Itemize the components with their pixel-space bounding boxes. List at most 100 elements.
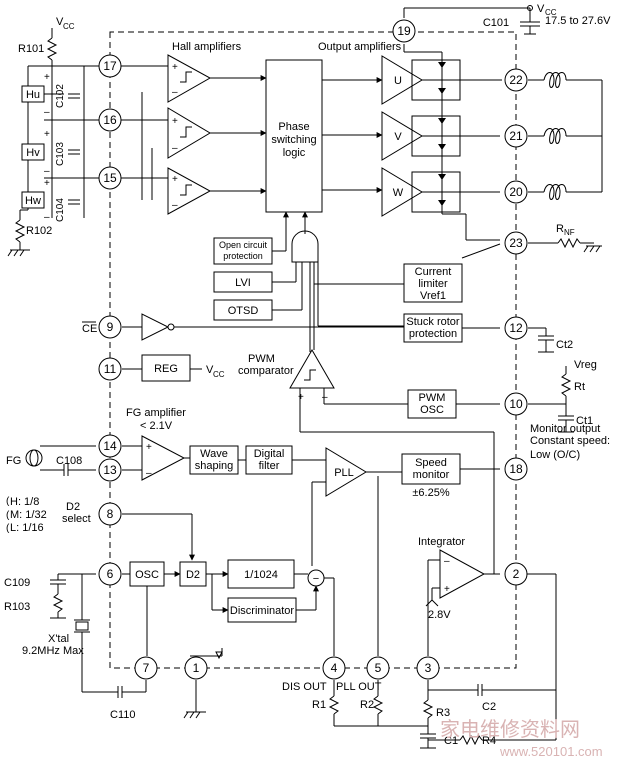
svg-text:OTSD: OTSD (228, 305, 259, 317)
svg-text:23: 23 (509, 236, 523, 250)
svg-text:shaping: shaping (195, 460, 234, 472)
svg-text:10: 10 (509, 397, 523, 411)
svg-text:17.5 to 27.6V: 17.5 to 27.6V (545, 15, 611, 27)
svg-text:+: + (44, 72, 50, 83)
svg-text:2.8V: 2.8V (428, 609, 451, 621)
svg-text:Open circuit: Open circuit (219, 240, 268, 250)
svg-text:Integrator: Integrator (418, 536, 465, 548)
hall-amp-v (167, 107, 211, 159)
svg-text:20: 20 (509, 185, 523, 199)
svg-text:(: ( (6, 496, 10, 507)
svg-text:C109: C109 (4, 577, 30, 589)
svg-text:R1: R1 (312, 699, 326, 711)
pin-14: 14 (98, 434, 122, 458)
fg-amplifier: FG amplifier < 2.1V FG C108 + – Wave sha… (6, 407, 326, 481)
svg-text:M: 1/32: M: 1/32 (10, 509, 47, 521)
svg-text:3: 3 (425, 661, 432, 675)
svg-text:(: ( (6, 510, 10, 521)
svg-text:Output amplifiers: Output amplifiers (318, 41, 402, 53)
speed-monitor: Speed monitor ±6.25% Monitor output Cons… (401, 423, 610, 499)
pin-15: 15 (98, 166, 122, 190)
svg-text:–: – (444, 556, 450, 567)
pin-16: 16 (98, 108, 122, 132)
svg-text:< 2.1V: < 2.1V (140, 420, 173, 432)
svg-text:11: 11 (104, 362, 117, 376)
svg-text:protection: protection (223, 251, 263, 261)
output-amplifiers: Output amplifiers U V W (318, 41, 500, 241)
svg-text:NF: NF (564, 228, 575, 237)
svg-text:www.520101.com: www.520101.com (499, 744, 603, 759)
svg-text:6: 6 (107, 567, 114, 581)
svg-text:–: – (146, 468, 152, 479)
svg-text:C104: C104 (55, 198, 66, 222)
pwm-osc: PWM OSC Vreg Rt Ct1 (407, 359, 597, 433)
pwm-comparator: PWM comparator + – (238, 349, 494, 433)
bottom-network: DIS OUT PLL OUT R1 R2 C2 R3 C1 R4 (183, 573, 557, 749)
svg-text:12: 12 (509, 321, 523, 335)
svg-text:limiter: limiter (418, 278, 448, 290)
svg-text:+: + (44, 129, 50, 140)
svg-text:C2: C2 (482, 701, 496, 713)
svg-text:Wave: Wave (200, 448, 228, 460)
svg-text:18: 18 (509, 462, 523, 476)
svg-text:9.2MHz Max: 9.2MHz Max (22, 645, 84, 657)
pin-6: 6 (98, 562, 122, 586)
svg-text:±6.25%: ±6.25% (412, 487, 449, 499)
svg-text:–: – (172, 143, 178, 154)
svg-text:+: + (44, 178, 50, 189)
pin-8: 8 (98, 502, 122, 526)
svg-text:1/1024: 1/1024 (244, 569, 278, 581)
svg-text:REG: REG (154, 363, 178, 375)
hall-sensor-network: V CC R101 Hu + – Hv + – Hw + – C102 C103 (7, 16, 122, 257)
svg-text:22: 22 (509, 73, 523, 87)
svg-text:Discriminator: Discriminator (230, 605, 295, 617)
svg-text:monitor: monitor (413, 469, 450, 481)
rnf-resistor: R NF (528, 223, 602, 253)
svg-text:PWM: PWM (419, 392, 446, 404)
svg-text:+: + (298, 392, 304, 403)
svg-text:R2: R2 (360, 699, 374, 711)
svg-text:R4: R4 (482, 735, 496, 747)
hall-amp-w (167, 167, 212, 215)
pin-10: 10 (504, 392, 528, 416)
svg-text:H: 1/8: H: 1/8 (10, 496, 39, 508)
svg-text:D2: D2 (186, 569, 200, 581)
pin-20: 20 (504, 180, 528, 204)
motor-coils (528, 72, 603, 200)
svg-text:OSC: OSC (420, 404, 444, 416)
svg-text:logic: logic (283, 147, 306, 159)
svg-text:8: 8 (107, 507, 114, 521)
svg-text:1: 1 (193, 661, 200, 675)
pin-7: 7 (134, 656, 158, 680)
ct2-capacitor: Ct2 (528, 327, 573, 353)
protection-blocks: Open circuit protection LVI OTSD Current… (213, 211, 501, 352)
pin-23: 23 (504, 231, 528, 255)
pin-22: 22 (504, 68, 528, 92)
and-gate (291, 230, 319, 263)
pll: PLL (311, 447, 402, 656)
pin-9: 9 (98, 315, 122, 339)
svg-text:V: V (56, 16, 64, 28)
svg-text:Low (O/C): Low (O/C) (530, 449, 580, 461)
pins: 19 17 16 15 22 21 20 23 9 12 11 10 14 13… (98, 19, 528, 680)
pin-19: 19 (392, 19, 416, 43)
svg-text:C101: C101 (483, 17, 509, 29)
svg-text:Vref1: Vref1 (420, 290, 446, 302)
pin-11: 11 (98, 357, 122, 381)
pin-leads (96, 65, 502, 179)
svg-text:C108: C108 (56, 455, 82, 467)
svg-text:FG amplifier: FG amplifier (126, 407, 186, 419)
svg-text:DIS OUT: DIS OUT (282, 681, 327, 693)
pin-21: 21 (504, 124, 528, 148)
svg-text:protection: protection (409, 328, 457, 340)
watermark: 家电维修资料网 www.520101.com (440, 718, 603, 759)
svg-text:2: 2 (513, 567, 520, 581)
svg-text:FG: FG (6, 455, 21, 467)
svg-text:Hall amplifiers: Hall amplifiers (172, 41, 242, 53)
svg-text:filter: filter (259, 460, 280, 472)
svg-text:W: W (393, 187, 404, 199)
svg-text:Ct2: Ct2 (556, 339, 573, 351)
svg-text:–: – (44, 212, 50, 223)
svg-text:16: 16 (103, 113, 117, 127)
